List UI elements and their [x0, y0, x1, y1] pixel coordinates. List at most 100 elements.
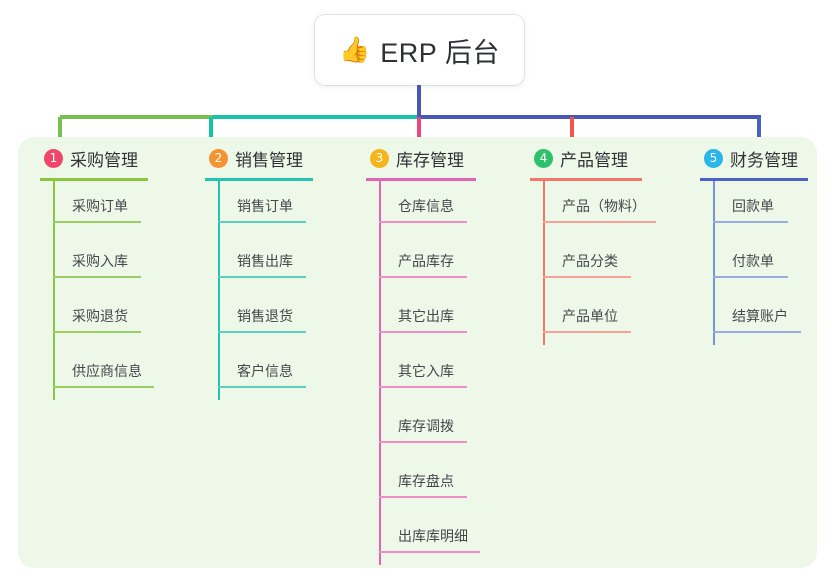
leaf-label: 产品单位	[562, 308, 618, 324]
branch-column-2: 2 销售管理 销售订单 销售出库 销售退货 客户信息	[205, 145, 315, 400]
leaf-label: 出库库明细	[398, 528, 468, 544]
branch-title-2: 销售管理	[235, 150, 303, 170]
leaf-rule	[218, 386, 306, 388]
connector-drop-4	[570, 117, 574, 143]
leaf-label: 客户信息	[237, 363, 293, 379]
list-item[interactable]: 采购退货	[40, 296, 150, 351]
root-stem	[417, 85, 421, 119]
branch-header-4[interactable]: 4 产品管理	[530, 145, 660, 171]
leaf-label: 供应商信息	[72, 363, 142, 379]
leaf-rule	[543, 276, 631, 278]
branch-badge-5: 5	[704, 148, 723, 168]
list-item[interactable]: 销售出库	[205, 241, 315, 296]
list-item[interactable]: 回款单	[700, 186, 815, 241]
branch-title-3: 库存管理	[396, 150, 464, 170]
branch-badge-3: 3	[370, 148, 389, 168]
leaf-rule	[379, 441, 467, 443]
leaf-label: 回款单	[732, 198, 774, 214]
branch-column-3: 3 库存管理 仓库信息 产品库存 其它出库 其它入库 库存调拨 库存盘点	[366, 145, 486, 565]
connector-drop-5	[757, 117, 761, 143]
list-item[interactable]: 客户信息	[205, 351, 315, 406]
leaf-rule	[218, 331, 306, 333]
branch-header-1[interactable]: 1 采购管理	[40, 145, 150, 171]
connector-bus-right	[417, 115, 761, 119]
leaf-label: 产品分类	[562, 253, 618, 269]
leaf-rule	[713, 276, 788, 278]
leaf-rule	[543, 221, 656, 223]
leaf-label: 采购订单	[72, 198, 128, 214]
branch-trunk-4	[543, 181, 545, 345]
branch-header-2[interactable]: 2 销售管理	[205, 145, 315, 171]
leaf-rule	[218, 221, 306, 223]
leaf-label: 其它出库	[398, 308, 454, 324]
connector-drop-3	[417, 117, 421, 143]
branch-rule-3	[366, 178, 476, 181]
leaf-label: 结算账户	[732, 308, 788, 324]
connector-bus-mid	[213, 115, 419, 119]
branch-trunk-2	[218, 181, 220, 400]
branch-badge-2: 2	[209, 148, 228, 168]
leaf-label: 销售出库	[237, 253, 293, 269]
branch-badge-4: 4	[534, 148, 553, 168]
list-item[interactable]: 采购入库	[40, 241, 150, 296]
leaf-rule	[713, 331, 801, 333]
list-item[interactable]: 产品分类	[530, 241, 660, 296]
branch-rule-1	[40, 178, 148, 181]
leaf-label: 销售订单	[237, 198, 293, 214]
list-item[interactable]: 其它出库	[366, 296, 486, 351]
list-item[interactable]: 库存调拨	[366, 406, 486, 461]
list-item[interactable]: 销售订单	[205, 186, 315, 241]
branch-rule-2	[205, 178, 313, 181]
list-item[interactable]: 结算账户	[700, 296, 815, 351]
branch-trunk-5	[713, 181, 715, 345]
leaf-rule	[53, 276, 141, 278]
list-item[interactable]: 付款单	[700, 241, 815, 296]
list-item[interactable]: 供应商信息	[40, 351, 154, 406]
leaf-rule	[543, 331, 631, 333]
branch-title-4: 产品管理	[560, 150, 628, 170]
list-item[interactable]: 仓库信息	[366, 186, 486, 241]
list-item[interactable]: 采购订单	[40, 186, 150, 241]
branch-trunk-1	[53, 181, 55, 400]
root-node[interactable]: 👍 ERP 后台	[315, 15, 524, 85]
branch-rule-4	[530, 178, 642, 181]
list-item[interactable]: 产品（物料）	[530, 186, 660, 241]
branch-title-1: 采购管理	[70, 150, 138, 170]
leaf-label: 采购入库	[72, 253, 128, 269]
leaf-rule	[53, 331, 141, 333]
connector-bus-left	[60, 115, 215, 119]
leaf-label: 库存调拨	[398, 418, 454, 434]
leaf-rule	[379, 551, 480, 553]
list-item[interactable]: 产品单位	[530, 296, 660, 351]
leaf-rule	[53, 221, 141, 223]
leaf-label: 库存盘点	[398, 473, 454, 489]
list-item[interactable]: 出库库明细	[366, 516, 486, 571]
connector-drop-2	[209, 117, 213, 143]
leaf-rule	[713, 221, 788, 223]
branch-trunk-3	[379, 181, 381, 565]
leaf-rule	[379, 221, 467, 223]
connector-drop-1	[58, 117, 62, 143]
leaf-label: 采购退货	[72, 308, 128, 324]
branch-header-3[interactable]: 3 库存管理	[366, 145, 486, 171]
leaf-rule	[218, 276, 306, 278]
thumbs-up-icon: 👍	[339, 35, 371, 64]
branch-badge-1: 1	[44, 148, 63, 168]
list-item[interactable]: 其它入库	[366, 351, 486, 406]
leaf-label: 产品库存	[398, 253, 454, 269]
leaf-rule	[379, 276, 467, 278]
branch-header-5[interactable]: 5 财务管理	[700, 145, 815, 171]
leaf-label: 销售退货	[237, 308, 293, 324]
branch-title-5: 财务管理	[730, 150, 798, 170]
list-item[interactable]: 产品库存	[366, 241, 486, 296]
root-title: ERP 后台	[380, 37, 500, 68]
leaf-label: 其它入库	[398, 363, 454, 379]
branch-column-4: 4 产品管理 产品（物料） 产品分类 产品单位	[530, 145, 660, 345]
list-item[interactable]: 销售退货	[205, 296, 315, 351]
branch-column-5: 5 财务管理 回款单 付款单 结算账户	[700, 145, 815, 345]
leaf-rule	[379, 496, 467, 498]
leaf-rule	[53, 386, 154, 388]
list-item[interactable]: 库存盘点	[366, 461, 486, 516]
leaf-label: 仓库信息	[398, 198, 454, 214]
